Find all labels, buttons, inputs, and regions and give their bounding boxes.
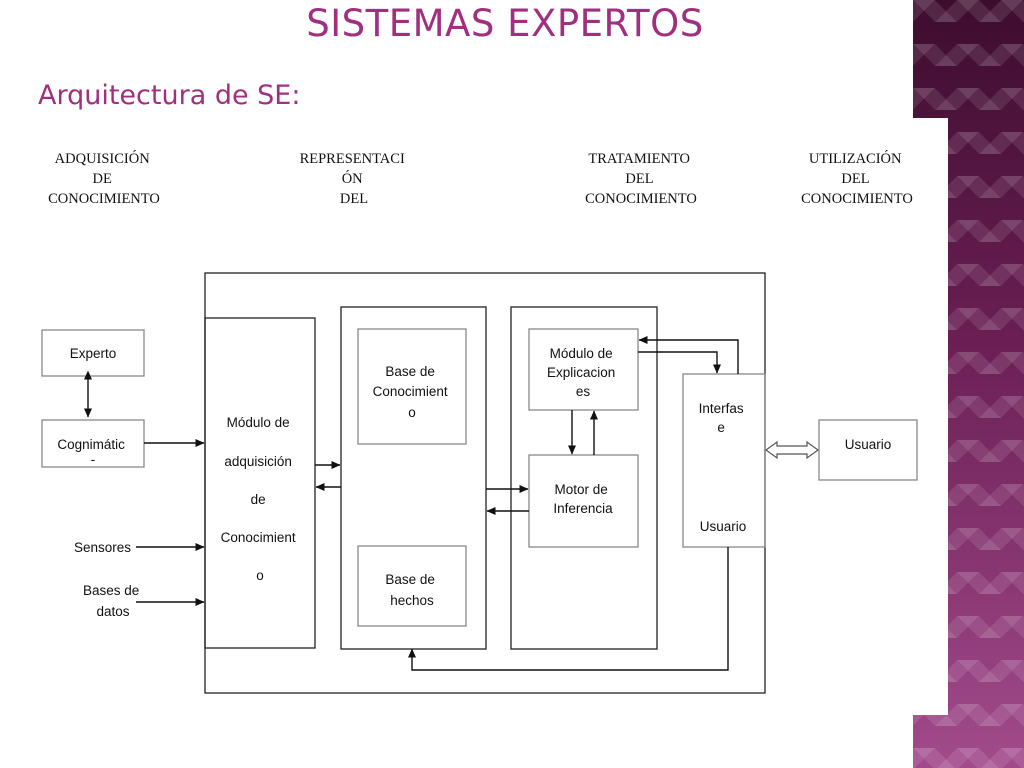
base-hechos-box xyxy=(357,545,467,627)
header-adquisicion: ADQUISICIÓN DE CONOCIMIENTO xyxy=(48,150,160,207)
modulo-adquisicion-label: Módulo de adquisición de Conocimient o xyxy=(221,415,300,583)
cognimatica-label: Cognimátic - xyxy=(57,437,128,467)
usuario-label: Usuario xyxy=(845,437,892,452)
header-representacion: REPRESENTACI ÓN DEL xyxy=(300,151,409,207)
base-conocimiento-box xyxy=(357,328,467,445)
interfase-usuario-double-arrow xyxy=(764,440,820,460)
motor-inferencia-label: Motor de Inferencia xyxy=(553,482,613,516)
modulo-explicaciones-box xyxy=(528,328,639,411)
explicaciones-to-interfase-arrow xyxy=(638,351,721,374)
interfase-box xyxy=(682,373,766,548)
interfase-label: Interfas e Usuario xyxy=(699,401,748,534)
architecture-diagram: ADQUISICIÓN DE CONOCIMIENTO REPRESENTACI… xyxy=(41,150,918,694)
interfase-to-explicaciones-arrow xyxy=(638,336,739,374)
motor-inferencia-box xyxy=(528,454,639,548)
modulo-explicaciones-label: Módulo de Explicacion es xyxy=(547,346,619,399)
slide-subtitle: Arquitectura de SE: xyxy=(38,80,301,111)
experto-box xyxy=(41,329,145,377)
bases-datos-label: Bases de datos xyxy=(83,583,143,619)
header-utilizacion: UTILIZACIÓN DEL CONOCIMIENTO xyxy=(801,150,913,207)
tratamiento-box xyxy=(510,306,658,650)
header-tratamiento: TRATAMIENTO DEL CONOCIMIENTO xyxy=(585,151,697,207)
system-frame xyxy=(204,272,766,694)
base-conocimiento-label: Base de Conocimient o xyxy=(373,364,452,420)
architecture-figure: ADQUISICIÓN DE CONOCIMIENTO REPRESENTACI… xyxy=(20,118,948,715)
slide-title: SISTEMAS EXPERTOS xyxy=(306,2,704,45)
sensores-label: Sensores xyxy=(74,540,131,555)
base-hechos-label: Base de hechos xyxy=(385,572,438,608)
experto-label: Experto xyxy=(70,346,117,361)
interfase-to-representacion-arrow xyxy=(408,547,729,671)
modulo-adquisicion-box xyxy=(204,317,316,649)
